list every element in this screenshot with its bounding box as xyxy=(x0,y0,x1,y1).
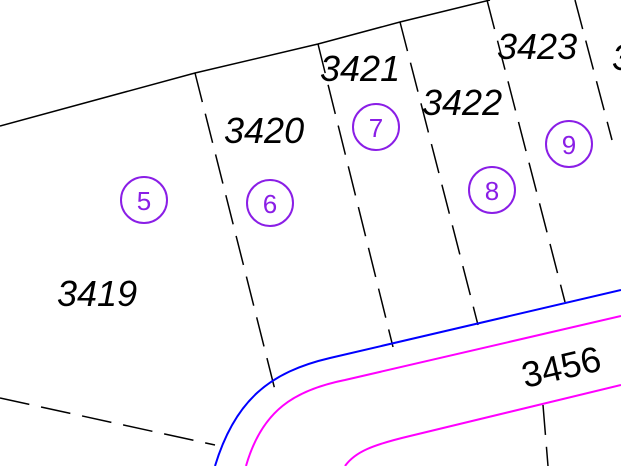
marker-7: 7 xyxy=(352,103,400,151)
svg-text:7: 7 xyxy=(369,113,383,143)
parcel-front-boundary xyxy=(0,0,491,127)
parcel-boundary-dashed xyxy=(542,404,549,466)
parcel-label: 3423 xyxy=(497,26,577,67)
parcel-label: 3422 xyxy=(422,82,502,123)
parcel-boundary-dashed xyxy=(0,397,216,446)
svg-text:9: 9 xyxy=(562,130,576,160)
parcel-label: 3 xyxy=(612,37,621,78)
parcel-label: 3419 xyxy=(57,273,137,314)
parcel-label: 3420 xyxy=(224,110,304,151)
parcel-boundary-dashed xyxy=(486,0,566,303)
parcel-label: 3421 xyxy=(320,48,400,89)
marker-9: 9 xyxy=(545,120,593,168)
marker-8: 8 xyxy=(468,166,516,214)
road-label: 3456 xyxy=(518,338,605,396)
svg-text:5: 5 xyxy=(137,186,151,216)
parcel-boundary-dashed xyxy=(574,0,613,141)
road-edge-blue xyxy=(214,289,621,466)
road-line-magenta xyxy=(245,315,621,466)
marker-5: 5 xyxy=(120,176,168,224)
parcel-boundary-dashed xyxy=(317,43,394,348)
marker-6: 6 xyxy=(246,179,294,227)
svg-text:8: 8 xyxy=(485,176,499,206)
parcel-boundary-dashed xyxy=(194,72,276,391)
svg-text:6: 6 xyxy=(263,189,277,219)
road-line-magenta xyxy=(344,384,621,466)
parcel-boundary-dashed xyxy=(399,21,479,326)
